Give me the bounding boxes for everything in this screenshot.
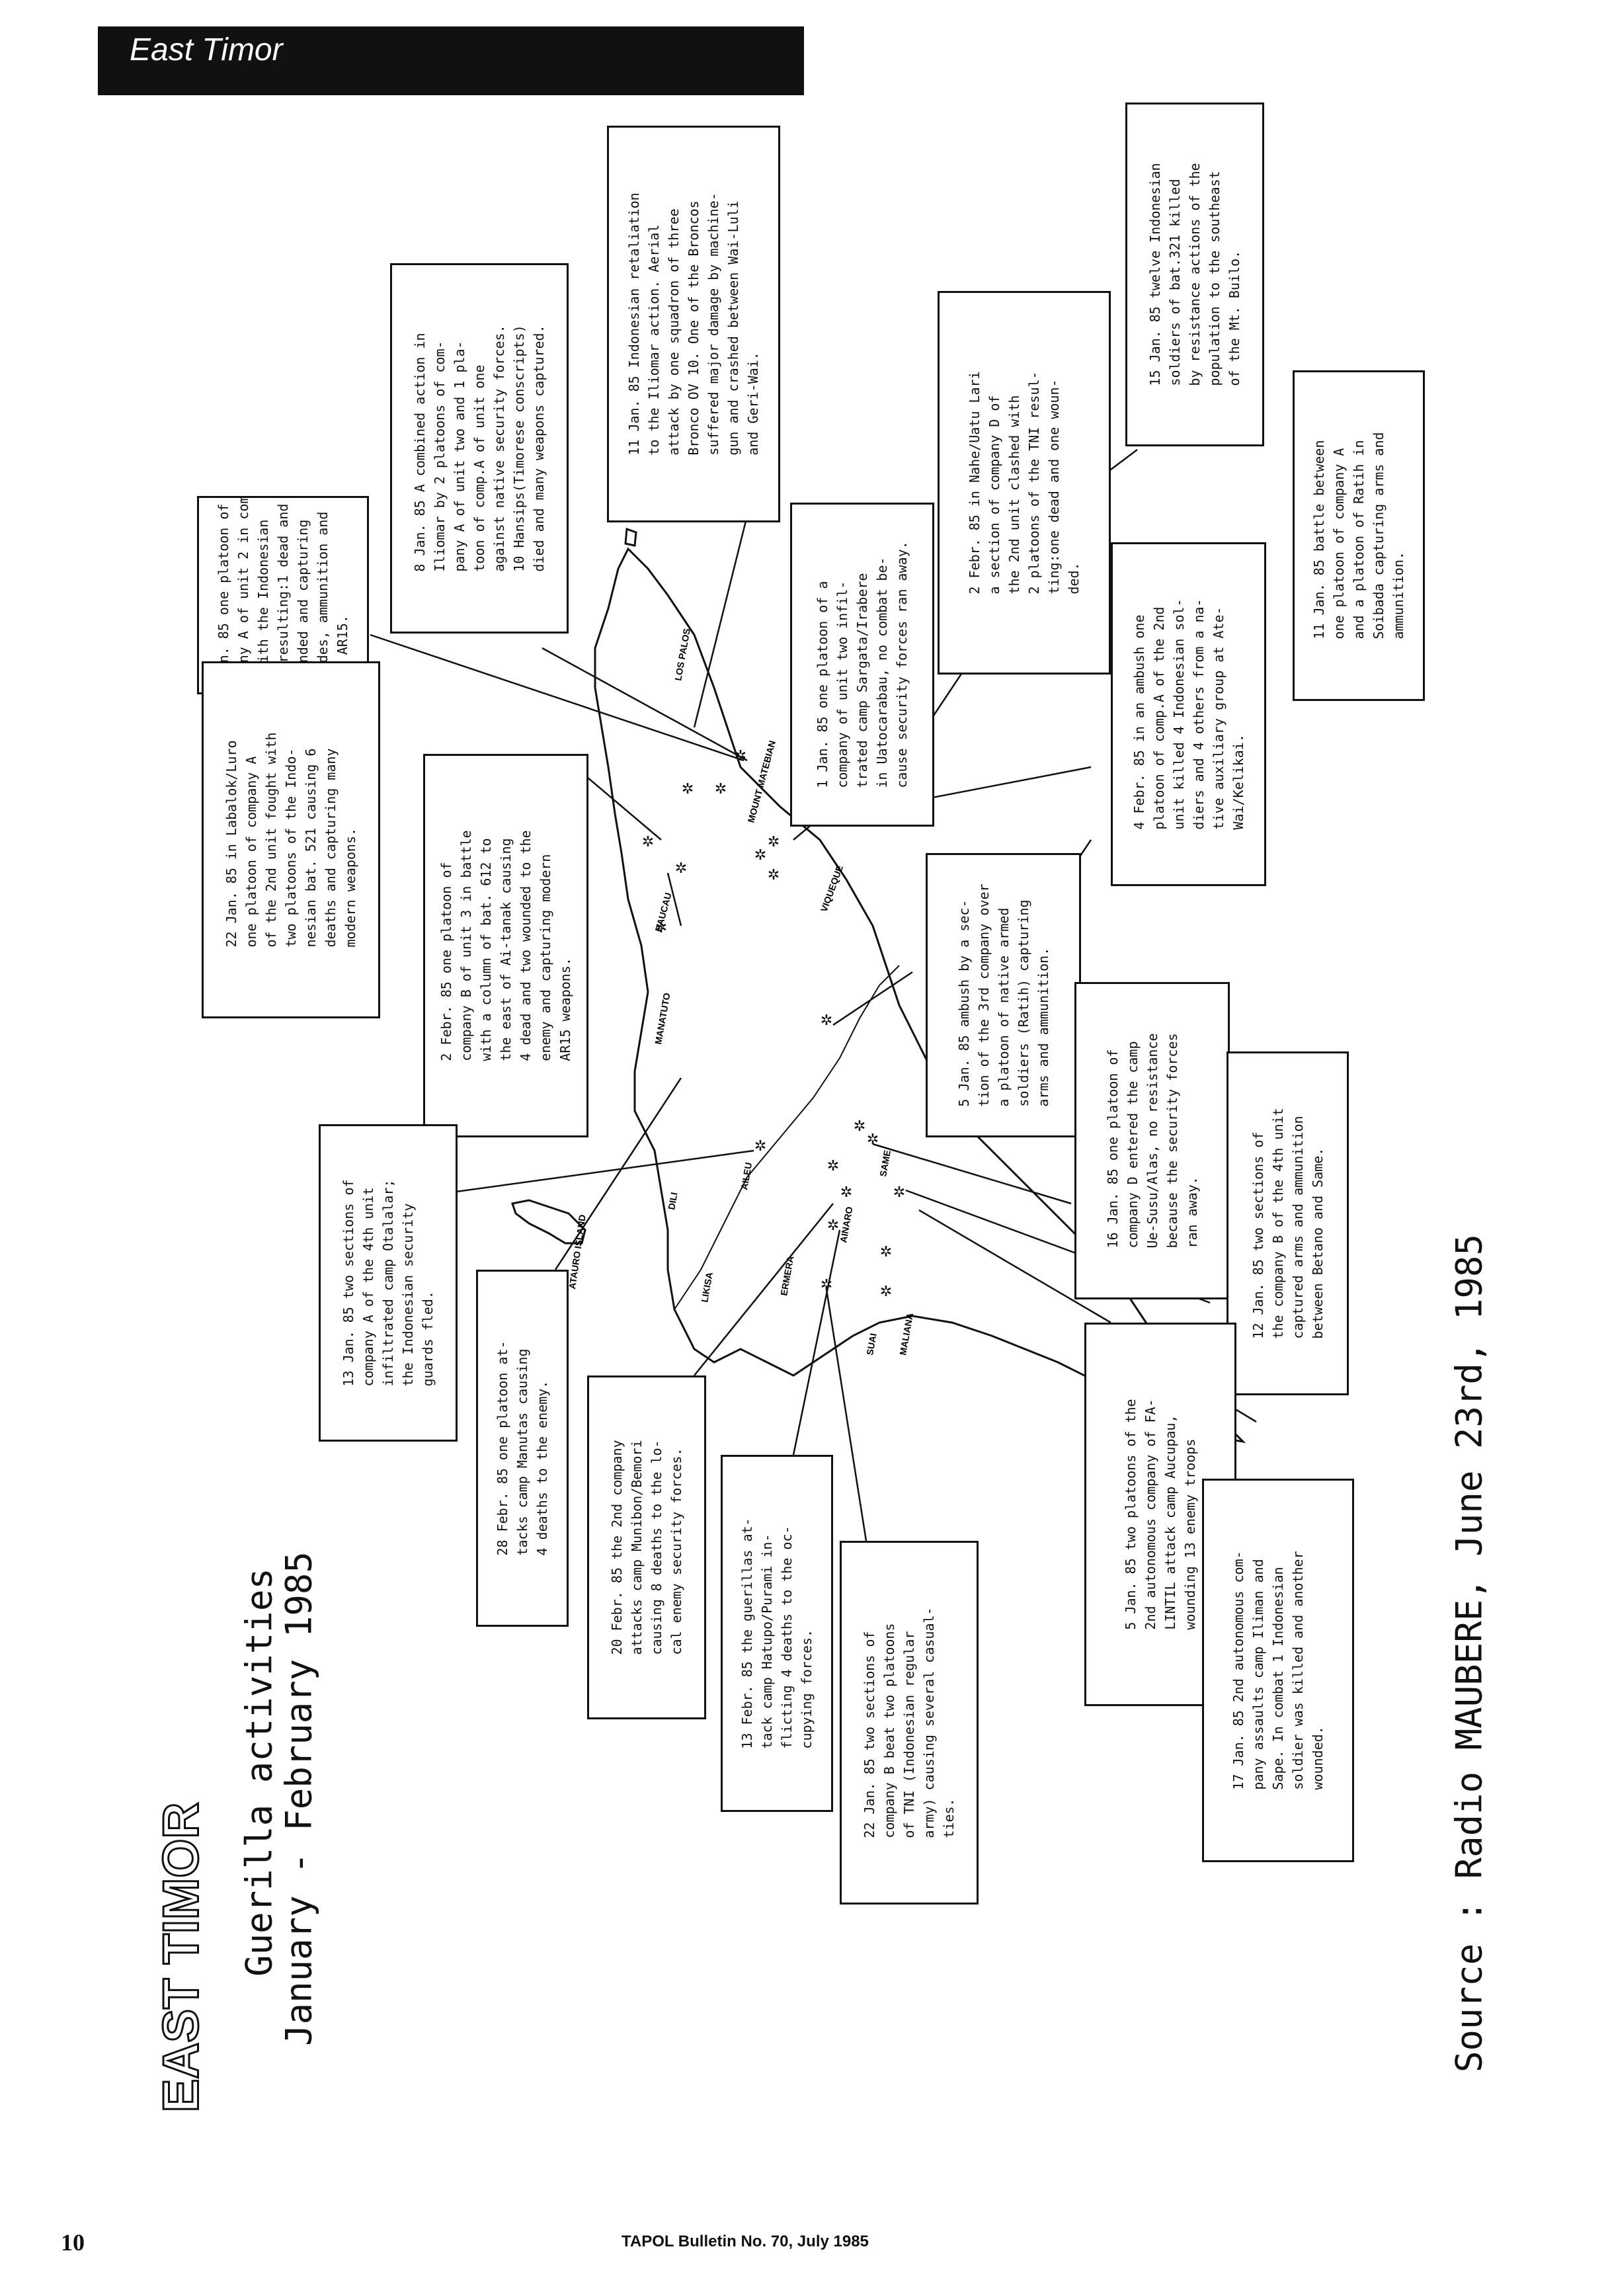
interior-border — [674, 965, 900, 1310]
event-star-icon: ✲ — [893, 1184, 905, 1201]
report-text: 13 Jan. 85 two sections of company A of … — [341, 1179, 436, 1387]
event-star-icon: ✲ — [642, 834, 654, 850]
report-text: 2 Febr. 85 in Nahe/Uatu Lari a section o… — [967, 371, 1082, 594]
report-text: 1 Jan. 85 one platoon of a company of un… — [815, 541, 910, 788]
event-star-icon: ✲ — [675, 860, 687, 877]
report-box-13febr: 13 Febr. 85 the guerillas at- tack camp … — [721, 1455, 833, 1812]
report-text: 12 Jan. 85 two sections of the company B… — [1250, 1108, 1326, 1339]
bulletin-footer: TAPOL Bulletin No. 70, July 1985 — [622, 2233, 869, 2250]
report-box-5jan-ambush: 5 Jan. 85 ambush by a sec- tion of the 3… — [926, 853, 1081, 1137]
event-star-icon: ✲ — [754, 847, 766, 864]
report-text: 28 Febr. 85 one platoon at- tacks camp M… — [495, 1340, 550, 1556]
report-text: 5 Jan. 85 ambush by a sec- tion of the 3… — [955, 883, 1051, 1107]
section-header-bar: East Timor — [98, 26, 804, 95]
place-label: SUAI — [864, 1332, 879, 1356]
place-label: AINARO — [838, 1206, 854, 1243]
source-caption-text: Source : Radio MAUBERE, June 23rd, 1985 — [1448, 1234, 1490, 2072]
event-star-icon: ✲ — [880, 1244, 892, 1260]
event-star-icon: ✲ — [840, 1184, 852, 1201]
report-text: 13 Febr. 85 the guerillas at- tack camp … — [739, 1518, 815, 1749]
report-box-16jan: 16 Jan. 85 one platoon of company D ente… — [1074, 982, 1230, 1299]
report-box-28febr: 28 Febr. 85 one platoon at- tacks camp M… — [476, 1270, 569, 1627]
report-box-4febr: 4 Febr. 85 in an ambush one platoon of c… — [1111, 542, 1266, 886]
event-star-icon: ✲ — [821, 1277, 832, 1293]
report-box-2febr-aitanak: 2 Febr. 85 one platoon of company B of u… — [423, 754, 588, 1137]
event-star-icon: ✲ — [880, 1284, 892, 1300]
report-box-11jan-battle: 11 Jan. 85 battle between one platoon of… — [1293, 370, 1425, 701]
event-star-icon: ✲ — [854, 1118, 865, 1135]
report-text: 11 Jan. 85 Indonesian retaliation to the… — [626, 192, 761, 456]
place-label: LIKISA — [699, 1272, 715, 1303]
report-box-1jan: 1 Jan. 85 one platoon of a company of un… — [790, 503, 934, 827]
report-text: 11 Jan. 85 battle between one platoon of… — [1311, 432, 1406, 639]
event-star-icon: ✲ — [682, 781, 694, 798]
report-text: 16 Jan. 85 one platoon of company D ente… — [1104, 1033, 1200, 1249]
report-text: 2 Febr. 85 one platoon of company B of u… — [438, 830, 573, 1061]
event-star-icon: ✲ — [827, 1217, 839, 1234]
report-box-11jan-retaliation: 11 Jan. 85 Indonesian retaliation to the… — [607, 126, 780, 522]
place-label: VIQUEQUE — [819, 864, 845, 913]
report-text: 22 Jan. 85 two sections of company B bea… — [862, 1607, 957, 1838]
event-star-icon: ✲ — [655, 920, 667, 936]
report-box-22jan-company-b: 22 Jan. 85 two sections of company B bea… — [840, 1541, 979, 1905]
east-timor-coastline — [594, 547, 1246, 1444]
place-label: MANATUTO — [653, 992, 672, 1045]
page-number: 10 — [61, 2229, 85, 2256]
title-line-1-text: Guerilla activities — [238, 1568, 280, 1977]
event-star-icon: ✲ — [735, 748, 746, 764]
event-star-icon: ✲ — [867, 1131, 879, 1148]
place-label: DILI — [666, 1192, 679, 1211]
report-box-17jan: 17 Jan. 85 2nd autonomous com- pany assa… — [1202, 1479, 1354, 1862]
report-text: 5 Jan. 85 two platoons of the 2nd autono… — [1123, 1399, 1198, 1630]
report-box-13jan: 13 Jan. 85 two sections of company A of … — [319, 1124, 458, 1442]
report-text: 20 Febr. 85 the 2nd company attacks camp… — [609, 1440, 684, 1655]
report-box-2febr-nahe: 2 Febr. 85 in Nahe/Uatu Lari a section o… — [938, 291, 1111, 675]
event-star-icon: ✲ — [768, 834, 780, 850]
report-box-8jan: 8 Jan. 85 A combined action in Iliomar b… — [390, 263, 569, 634]
event-star-icon: ✲ — [768, 867, 780, 883]
report-text: 4 Febr. 85 in an ambush one platoon of c… — [1131, 598, 1246, 830]
place-label: SAME — [877, 1149, 893, 1178]
report-box-20febr: 20 Febr. 85 the 2nd company attacks camp… — [587, 1375, 706, 1719]
event-star-icon: ✲ — [715, 781, 727, 798]
place-label: AILEU — [739, 1161, 754, 1190]
event-star-icon: ✲ — [827, 1158, 839, 1174]
event-star-icon: ✲ — [754, 1138, 766, 1155]
title-main-text: EAST TIMOR — [152, 1801, 210, 2113]
event-star-icon: ✲ — [821, 1012, 832, 1029]
report-box-12jan: 12 Jan. 85 two sections of the company B… — [1226, 1051, 1349, 1395]
atauro-island — [511, 1199, 586, 1245]
event-markers: ✲ ✲ ✲ ✲ ✲ ✲ ✲ ✲ ✲ ✲ ✲ ✲ ✲ ✲ ✲ ✲ ✲ ✲ ✲ ✲ — [642, 748, 905, 1300]
report-text: 17 Jan. 85 2nd autonomous com- pany assa… — [1230, 1551, 1326, 1790]
place-label: LOS PALOS — [672, 628, 692, 681]
report-text: 8 Jan. 85 A combined action in Iliomar b… — [412, 325, 547, 572]
place-label: MOUNT MATEBIAN — [745, 739, 778, 824]
title-line-2-text: January - February 1985 — [278, 1551, 320, 2046]
report-text: 15 Jan. 85 twelve Indonesian soldiers of… — [1147, 163, 1242, 386]
report-text: 22 Jan. 85 in Labalok/Luro one platoon o… — [223, 732, 358, 948]
section-header-label: East Timor — [130, 32, 283, 67]
report-box-15jan: 15 Jan. 85 twelve Indonesian soldiers of… — [1125, 102, 1264, 446]
jaco-island — [624, 527, 637, 547]
report-box-22jan-labalok: 22 Jan. 85 in Labalok/Luro one platoon o… — [202, 661, 380, 1018]
